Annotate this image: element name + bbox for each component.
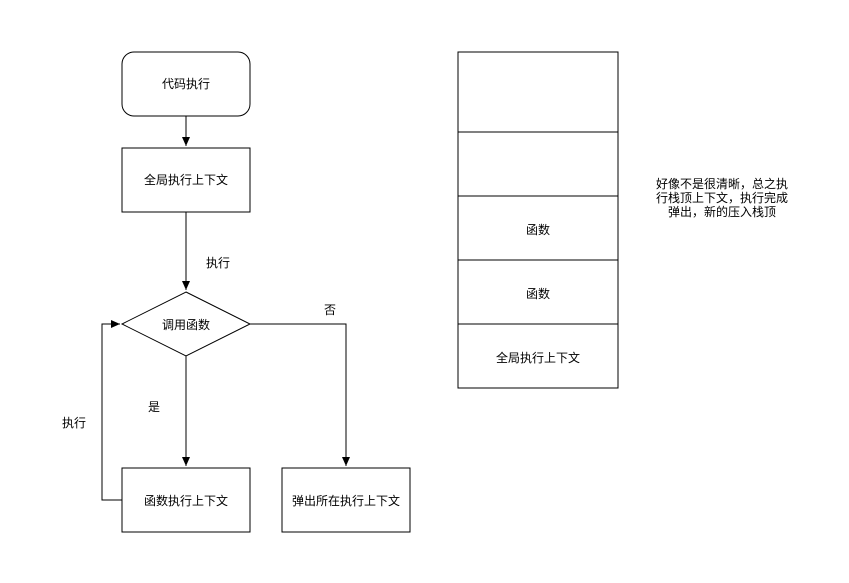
- edge-exec-label: 执行: [206, 256, 230, 270]
- edge-no: [250, 323, 350, 466]
- note-line: 弹出，新的压入栈顶: [668, 204, 776, 219]
- execution-stack: 函数 函数 全局执行上下文: [457, 51, 619, 389]
- stack-cell: [457, 323, 619, 389]
- stack-cell: [457, 51, 619, 133]
- decision-label: 调用函数: [162, 317, 210, 332]
- edge-loop: [101, 320, 122, 501]
- note-line: 好像不是很清晰，总之执: [656, 177, 788, 191]
- pop-context-node: 弹出所在执行上下文: [281, 467, 411, 533]
- global-context-node: 全局执行上下文: [121, 147, 251, 213]
- note-line: 行栈顶上下文，执行完成: [656, 190, 788, 205]
- stack-cell-label: 全局执行上下文: [496, 350, 580, 365]
- note: 好像不是很清晰，总之执 行栈顶上下文，执行完成 弹出，新的压入栈顶: [656, 177, 788, 219]
- flowchart: 代码执行 全局执行上下文 执行 调用函数 否 是 执行 函数执行上下文: [62, 51, 411, 533]
- start-node: 代码执行: [121, 51, 251, 117]
- stack-cell: [457, 131, 619, 197]
- stack-cell: [457, 195, 619, 261]
- function-context-label: 函数执行上下文: [144, 493, 228, 508]
- edge-no-label: 否: [324, 303, 336, 317]
- pop-context-label: 弹出所在执行上下文: [292, 493, 400, 508]
- edge-yes-label: 是: [148, 400, 160, 414]
- decision-node: 调用函数: [120, 291, 252, 357]
- stack-cell-label: 函数: [526, 286, 550, 301]
- edge-loop-label: 执行: [62, 416, 86, 430]
- function-context-node: 函数执行上下文: [121, 467, 251, 533]
- stack-cell-label: 函数: [526, 222, 550, 237]
- global-context-label: 全局执行上下文: [144, 172, 228, 187]
- start-node-label: 代码执行: [162, 77, 210, 91]
